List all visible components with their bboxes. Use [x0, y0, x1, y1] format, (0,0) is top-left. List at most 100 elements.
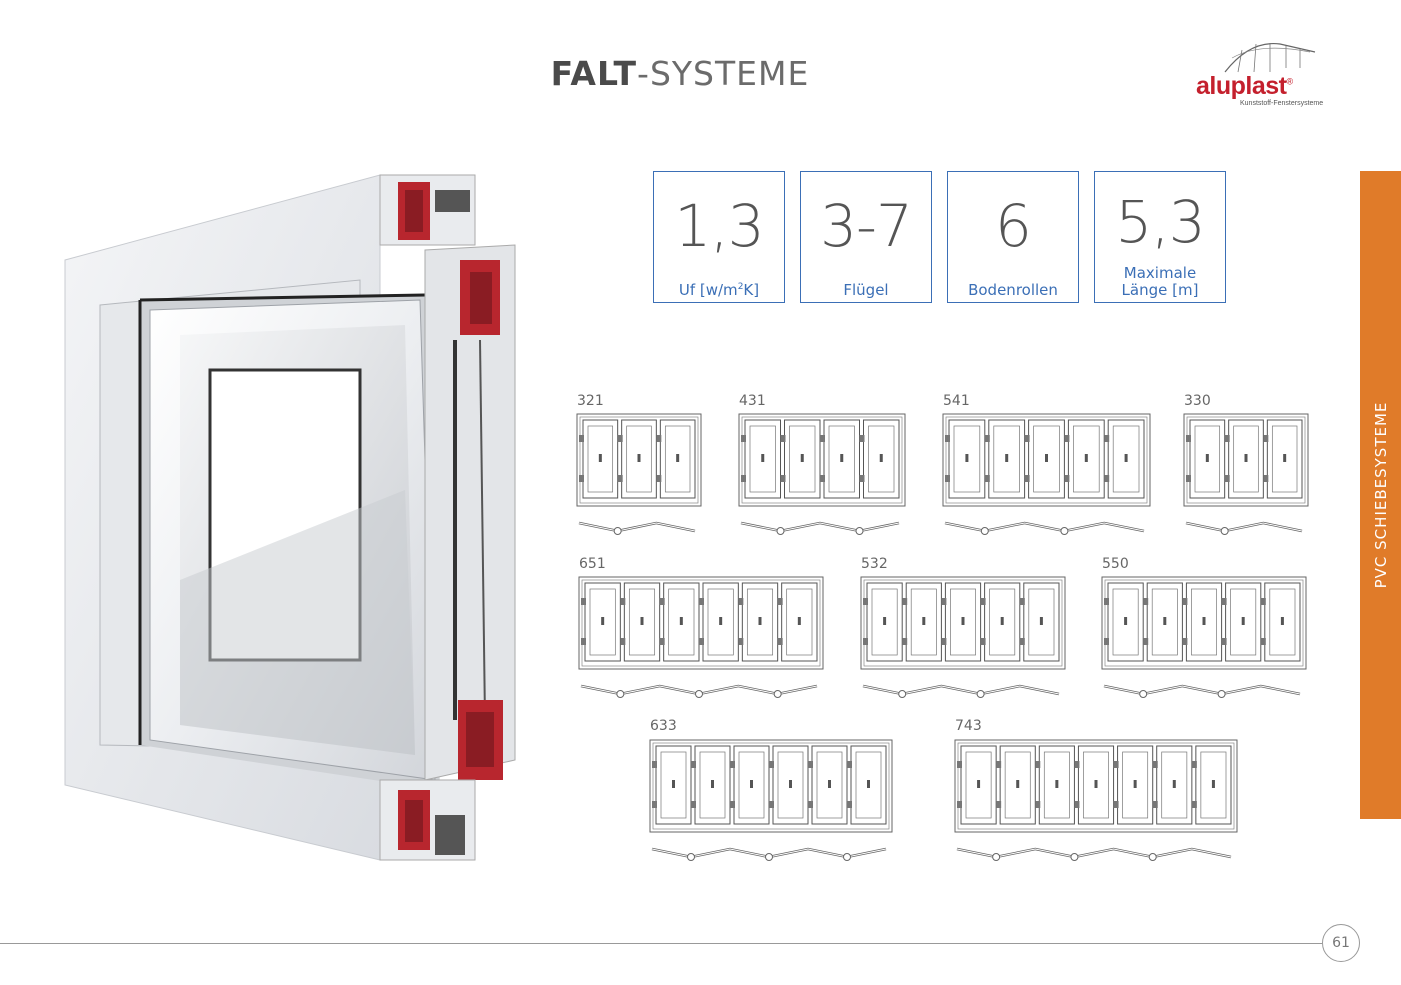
door-panel	[655, 745, 692, 825]
door-panel	[584, 582, 621, 662]
hinge-marker	[773, 690, 782, 698]
spec-value: 3-7	[820, 192, 913, 260]
door-panel	[1156, 745, 1193, 825]
door-frame	[954, 739, 1238, 833]
hinge-marker	[1217, 690, 1226, 698]
logo-name: aluplast®	[1196, 72, 1293, 100]
door-panel	[948, 419, 986, 499]
door-panel	[694, 745, 731, 825]
config-diagram-431	[738, 413, 906, 535]
door-frame	[942, 413, 1151, 507]
door-panel	[1107, 419, 1145, 499]
config-code-330: 330	[1184, 393, 1211, 409]
door-frame	[1101, 576, 1307, 670]
door-panel	[1228, 419, 1264, 499]
hinge-marker	[898, 690, 907, 698]
hinge-marker	[1060, 527, 1069, 535]
hinge-marker	[980, 527, 989, 535]
door-panel	[1038, 745, 1075, 825]
door-panel	[866, 582, 903, 662]
spec-label: Flügel	[843, 281, 889, 299]
door-panel	[1028, 419, 1065, 499]
logo-tagline: Kunststoff-Fenstersysteme	[1240, 100, 1324, 107]
spec-uf-value: 1,3 Uf [w/m2K]	[653, 171, 785, 303]
config-code-541: 541	[943, 393, 970, 409]
door-panel	[999, 745, 1036, 825]
hinge-marker	[765, 853, 773, 861]
config-code-550: 550	[1102, 556, 1129, 572]
page-title-bold: FALT	[550, 54, 638, 93]
door-panel	[1189, 419, 1226, 499]
config-diagram-651	[578, 576, 824, 698]
hinge-marker	[1220, 527, 1229, 535]
door-panel	[1117, 745, 1154, 825]
door-frame	[738, 413, 906, 507]
logo-roof-icon	[1224, 42, 1316, 73]
footer-divider	[0, 943, 1322, 944]
door-panel	[823, 419, 860, 499]
config-diagram-321	[576, 413, 702, 535]
door-panel	[988, 419, 1026, 499]
door-panel	[659, 419, 696, 499]
door-panel	[621, 419, 657, 499]
page-title-rest: -SYSTEME	[637, 54, 810, 93]
door-frame	[578, 576, 824, 670]
door-panel	[1185, 582, 1223, 662]
door-panel	[741, 582, 779, 662]
sidebar-label: PVC SCHIEBESYSTEME	[1371, 401, 1390, 589]
hinge-marker	[992, 853, 1001, 861]
door-frame	[860, 576, 1066, 670]
door-panel	[1266, 419, 1303, 499]
door-panel	[1195, 745, 1232, 825]
door-panel	[1023, 582, 1060, 662]
config-code-532: 532	[861, 556, 888, 572]
spec-value: 6	[995, 192, 1032, 260]
hinge-marker	[976, 690, 985, 698]
hinge-marker	[1148, 853, 1157, 861]
window-profile-image	[64, 174, 516, 861]
config-diagram-550	[1101, 576, 1307, 698]
door-panel	[850, 745, 887, 825]
hinge-marker	[843, 853, 851, 861]
door-panel	[784, 419, 821, 499]
door-panel	[772, 745, 809, 825]
config-diagram-633	[649, 739, 893, 861]
door-panel	[811, 745, 848, 825]
door-panel	[744, 419, 781, 499]
door-panel	[1077, 745, 1115, 825]
aluplast-logo: aluplast® Kunststoff-Fenstersysteme	[1190, 38, 1330, 110]
spec-sashes: 3-7 Flügel	[800, 171, 932, 303]
hinge-marker	[613, 527, 622, 535]
hinge-marker	[855, 527, 864, 535]
door-panel	[1225, 582, 1262, 662]
spec-label: Bodenrollen	[968, 281, 1058, 299]
page-title: FALT-SYSTEME	[0, 54, 1360, 93]
door-panel	[960, 745, 997, 825]
door-frame	[576, 413, 702, 507]
door-panel	[623, 582, 661, 662]
door-panel	[984, 582, 1021, 662]
config-diagram-532	[860, 576, 1066, 698]
door-panel	[582, 419, 619, 499]
config-diagram-330	[1183, 413, 1309, 535]
config-diagram-541	[942, 413, 1151, 535]
hinge-marker	[1070, 853, 1079, 861]
section-sidebar-tab: PVC SCHIEBESYSTEME	[1360, 171, 1401, 819]
door-panel	[1146, 582, 1183, 662]
door-panel	[944, 582, 982, 662]
door-panel	[733, 745, 770, 825]
door-panel	[1067, 419, 1105, 499]
hinge-marker	[776, 527, 785, 535]
config-diagram-743	[954, 739, 1238, 861]
door-frame	[1183, 413, 1309, 507]
config-code-431: 431	[739, 393, 766, 409]
fold-plan	[740, 521, 900, 533]
hinge-marker	[695, 690, 703, 698]
door-panel	[905, 582, 942, 662]
door-panel	[1107, 582, 1144, 662]
hinge-marker	[616, 690, 625, 698]
door-frame	[649, 739, 893, 833]
config-code-321: 321	[577, 393, 604, 409]
